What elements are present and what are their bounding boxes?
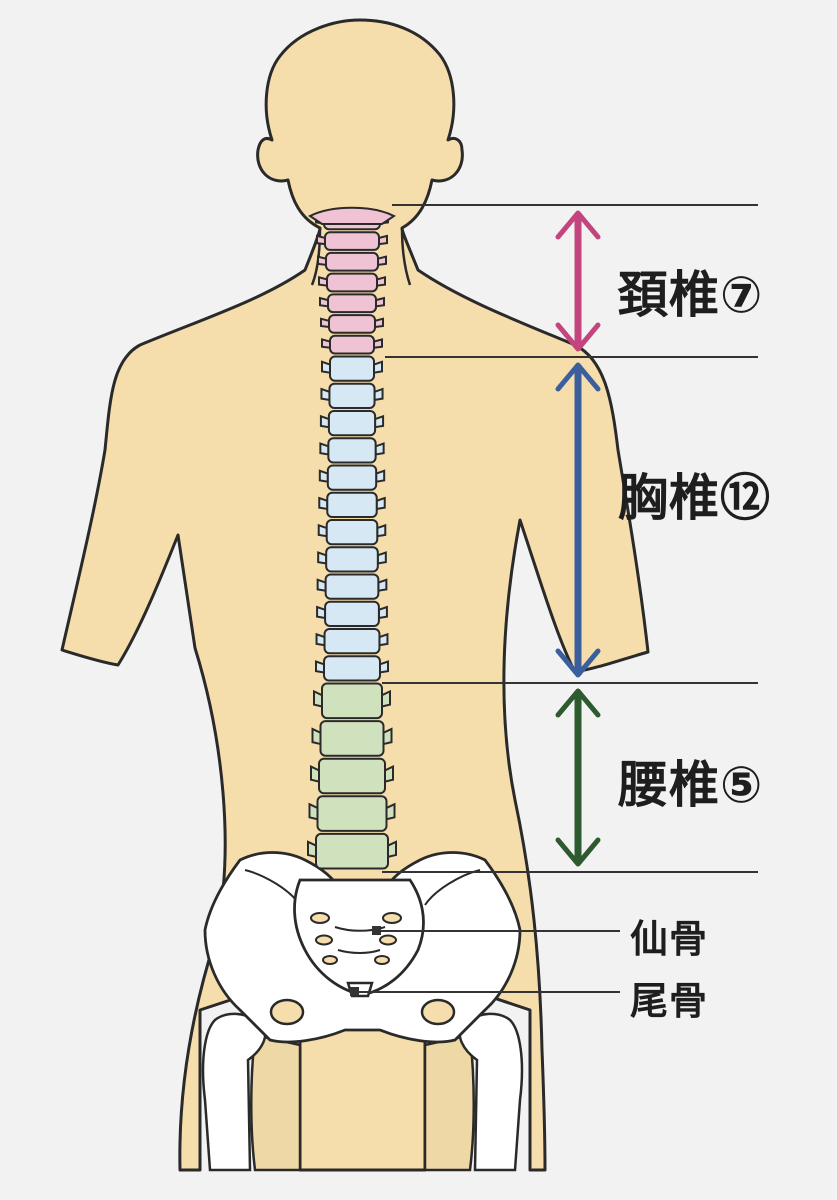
thoracic-vertebra	[320, 382, 384, 409]
cervical-vertebra	[319, 293, 385, 314]
thoracic-vertebra	[321, 355, 383, 382]
vertebral-column	[307, 206, 397, 870]
cervical-vertebra	[320, 314, 384, 334]
thoracic-arrow	[555, 362, 601, 678]
thoracic-vertebra	[315, 655, 389, 682]
coccyx-label: 尾骨	[630, 979, 709, 1023]
guide-lines	[350, 204, 758, 996]
right-thigh	[423, 1033, 475, 1172]
lumbar-vertebra	[308, 795, 396, 832]
thoracic-vertebra	[317, 519, 387, 546]
left-thigh	[250, 1033, 302, 1172]
thoracic-vertebra	[316, 600, 388, 627]
sacrum-label: 仙骨	[630, 917, 709, 961]
thoracic-vertebra	[317, 546, 387, 573]
cervical-label: 頚椎⑦	[618, 266, 764, 324]
thoracic-vertebra	[319, 437, 385, 464]
thoracic-vertebra	[316, 573, 388, 600]
thoracic-vertebra	[318, 491, 386, 518]
atlas-vertebra	[308, 206, 396, 225]
lumbar-arrow	[555, 688, 601, 867]
thoracic-vertebra	[319, 410, 385, 437]
left-femur	[201, 1012, 267, 1172]
cervical-vertebra	[317, 251, 387, 272]
lumbar-vertebra	[307, 832, 397, 870]
cervical-vertebra	[318, 272, 386, 293]
lumbar-label: 腰椎⑤	[618, 756, 764, 814]
thoracic-label: 胸椎⑫	[618, 469, 771, 527]
lumbar-vertebra	[311, 720, 393, 757]
cervical-arrow	[555, 210, 601, 352]
thoracic-vertebra	[315, 628, 389, 655]
lumbar-vertebra	[310, 757, 394, 795]
lumbar-vertebra	[313, 682, 391, 720]
cervical-vertebra	[321, 334, 383, 355]
sacrum-marker	[372, 926, 381, 935]
cervical-vertebra	[316, 231, 388, 251]
right-femur	[458, 1012, 524, 1172]
thoracic-vertebra	[318, 464, 386, 491]
coccyx-marker	[350, 987, 359, 996]
